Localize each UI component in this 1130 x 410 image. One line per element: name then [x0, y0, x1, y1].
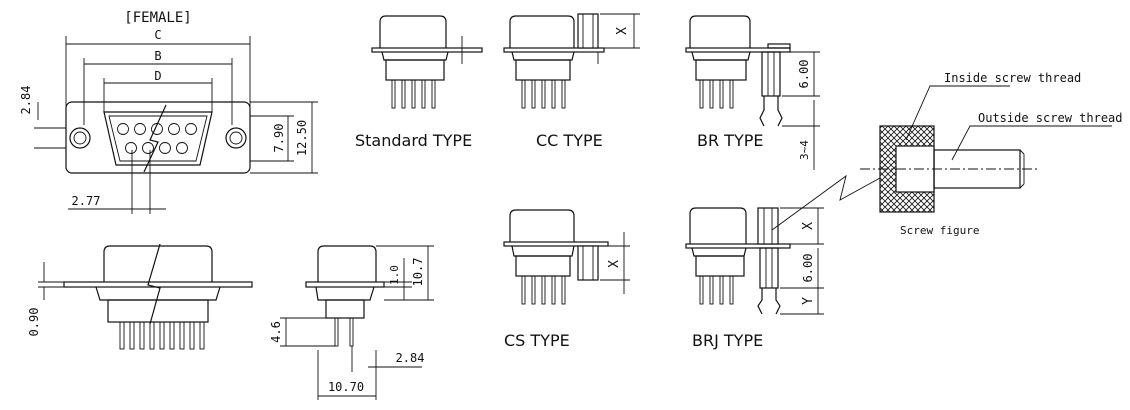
brj-type-figure: X 6.00 Y BRJ TYPE [685, 207, 824, 350]
dim-284-side: 2.84 [396, 351, 425, 365]
female-front-view: [FEMALE] C B D [19, 10, 318, 214]
dim-3to4: 3~4 [798, 140, 811, 160]
cc-type-label: CC TYPE [536, 131, 603, 150]
x-cc: X [615, 27, 630, 35]
dim-46: 4.6 [269, 321, 283, 343]
dim-10: 1.0 [388, 265, 401, 285]
dim-b: B [154, 49, 161, 63]
female-side-view: 0.90 [27, 243, 253, 350]
dim-277: 2.77 [72, 194, 101, 208]
dim-600-br: 6.00 [797, 60, 811, 89]
inside-thread-label: Inside screw thread [944, 71, 1081, 85]
dim-600-brj: 6.00 [801, 254, 815, 283]
dim-c: C [154, 28, 161, 42]
dim-1250: 12.50 [295, 120, 309, 156]
dim-107: 10.7 [411, 258, 425, 287]
screw-figure-label: Screw figure [900, 224, 979, 237]
cs-type-label: CS TYPE [504, 331, 570, 350]
dim-d: D [154, 69, 161, 83]
br-type-figure: 6.00 3~4 BR TYPE [685, 15, 820, 170]
standard-type-label: Standard TYPE [355, 131, 472, 150]
br-type-label: BR TYPE [697, 131, 763, 150]
cc-type-figure: X CC TYPE [503, 13, 640, 150]
standard-type-figure: Standard TYPE [355, 15, 483, 150]
x-brj: X [801, 222, 816, 230]
outside-thread-label: Outside screw thread [978, 111, 1123, 125]
cs-type-figure: X CS TYPE [503, 209, 630, 350]
dim-790: 7.90 [272, 124, 286, 153]
dim-090: 0.90 [27, 308, 41, 337]
brj-type-label: BRJ TYPE [692, 331, 763, 350]
screw-figure: Inside screw thread Outside screw thread… [771, 71, 1123, 237]
y-brj: Y [801, 297, 816, 305]
female-label: [FEMALE] [124, 10, 191, 26]
female-end-view: 1.0 10.7 4.6 2.84 10.70 [269, 245, 434, 400]
dim-1070: 10.70 [328, 380, 364, 394]
x-cs: X [607, 260, 622, 268]
dim-284-top: 2.84 [19, 86, 33, 115]
